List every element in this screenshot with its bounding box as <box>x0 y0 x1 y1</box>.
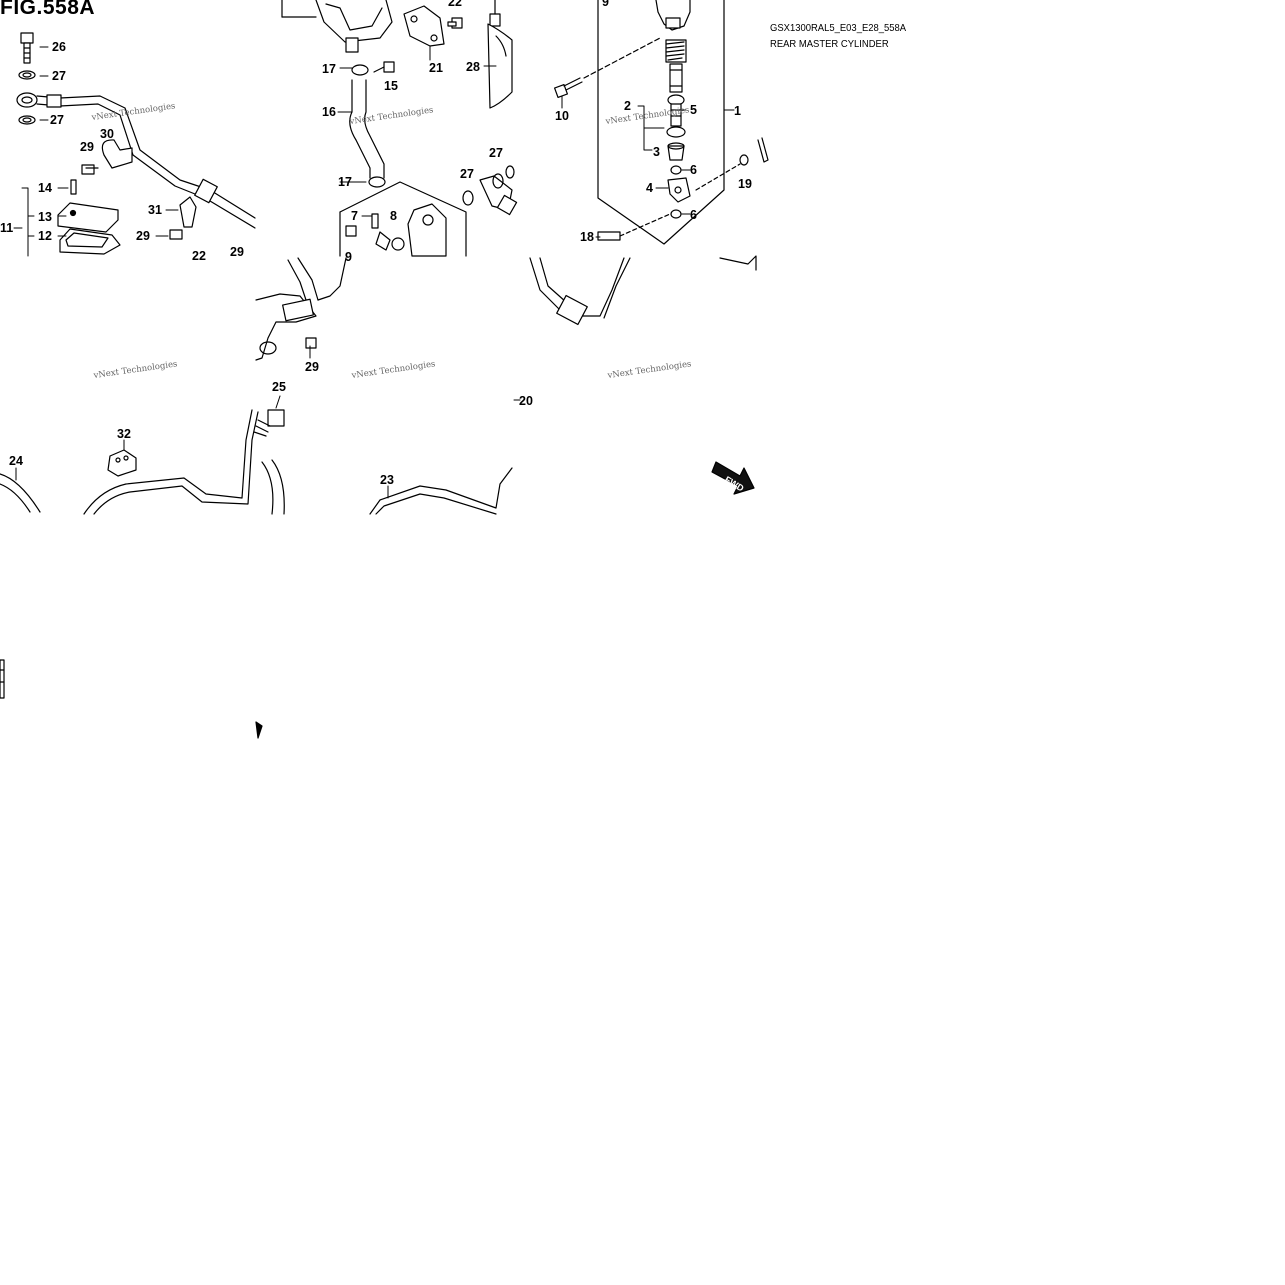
banjo-bolt-part <box>20 32 34 64</box>
callout-30: 30 <box>100 127 114 141</box>
callout-27: 27 <box>489 146 503 160</box>
brake-pipe-left <box>0 473 41 513</box>
clevis-part <box>667 177 691 203</box>
hose-part <box>261 459 285 515</box>
cotter-pin-part <box>757 137 769 163</box>
callout-23: 23 <box>380 473 394 487</box>
callout-15: 15 <box>384 79 398 93</box>
callout-27: 27 <box>52 69 66 83</box>
callout-27: 27 <box>460 167 474 181</box>
hose-clamp-part <box>179 196 197 228</box>
callout-13: 13 <box>38 210 52 224</box>
callout-9: 9 <box>602 0 609 9</box>
callout-29: 29 <box>305 360 319 374</box>
piston-spring-part <box>665 39 687 63</box>
brake-hose-front <box>16 92 256 229</box>
callout-8: 8 <box>390 209 397 223</box>
callout-24: 24 <box>9 454 23 468</box>
callout-20: 20 <box>519 394 533 408</box>
hose-joint-bolt <box>253 409 285 437</box>
watermark-text: vNext Technologies <box>350 359 436 381</box>
piston-part <box>669 63 683 93</box>
watermark-text: vNext Technologies <box>92 359 178 381</box>
callout-6: 6 <box>690 208 697 222</box>
washer-part <box>18 115 36 125</box>
callout-11: 11 <box>0 221 13 235</box>
drawing-fragment <box>0 659 263 739</box>
reservoir-tank <box>487 23 513 109</box>
nut-part <box>670 165 682 175</box>
callout-29: 29 <box>136 229 150 243</box>
master-cylinder-body <box>655 0 691 31</box>
callout-28: 28 <box>466 60 480 74</box>
watermarks: vNext Technologies vNext Technologies vN… <box>90 101 692 381</box>
bolt-part <box>489 0 501 27</box>
bolt-part <box>81 164 99 175</box>
callout-12: 12 <box>38 229 52 243</box>
brake-pipe-mid <box>369 467 513 515</box>
bolt-part <box>373 61 395 73</box>
callout-17: 17 <box>338 175 352 189</box>
figure-caption: REAR MASTER CYLINDER <box>770 38 889 50</box>
fwd-arrow-icon <box>711 461 755 495</box>
model-code: GSX1300RAL5_E03_E28_558A <box>770 22 907 34</box>
union-fitting-part <box>462 165 518 216</box>
callout-25: 25 <box>272 380 286 394</box>
callout-16: 16 <box>322 105 336 119</box>
callout-1: 1 <box>734 104 741 118</box>
brake-hose-rear <box>529 255 757 326</box>
callout-26: 26 <box>52 40 66 54</box>
callout-9: 9 <box>345 250 352 264</box>
reservoir-cap-part <box>57 179 121 255</box>
callout-32: 32 <box>117 427 131 441</box>
mounting-bolt-part <box>553 37 661 99</box>
brake-pipe-rear <box>255 257 347 361</box>
callout-19: 19 <box>738 177 752 191</box>
callout-14: 14 <box>38 181 52 195</box>
pin-part <box>597 213 671 241</box>
callout-29: 29 <box>80 140 94 154</box>
pipe-clamp-part <box>107 449 137 477</box>
master-cylinder-bracket <box>281 0 393 53</box>
callout-29: 29 <box>230 245 244 259</box>
callout-3: 3 <box>653 145 660 159</box>
master-cylinder-frame <box>597 0 725 245</box>
figure-title: FIG.558A <box>0 0 96 19</box>
callout-7: 7 <box>351 209 358 223</box>
callout-18: 18 <box>580 230 594 244</box>
callout-31: 31 <box>148 203 162 217</box>
watermark-text: vNext Technologies <box>606 359 692 381</box>
callout-17: 17 <box>322 62 336 76</box>
bolt-part <box>169 229 183 240</box>
bracket-plate-part <box>403 5 445 47</box>
watermark-text: vNext Technologies <box>348 105 434 127</box>
nut-part <box>670 209 682 219</box>
callout-5: 5 <box>690 103 697 117</box>
callout-22: 22 <box>448 0 462 9</box>
reservoir-hose <box>349 64 386 188</box>
hose-clamp-part <box>101 139 133 169</box>
callout-22: 22 <box>192 249 206 263</box>
push-rod-part <box>666 94 686 138</box>
callout-4: 4 <box>646 181 653 195</box>
callout-21: 21 <box>429 61 443 75</box>
washer-part <box>739 154 749 166</box>
caliper-box <box>339 181 467 257</box>
callout-10: 10 <box>555 109 569 123</box>
brake-pipe-long <box>83 409 259 515</box>
watermark-text: vNext Technologies <box>90 101 176 123</box>
washer-part <box>18 70 36 80</box>
callout-6: 6 <box>690 163 697 177</box>
boot-part <box>667 142 685 161</box>
callout-2: 2 <box>624 99 631 113</box>
callout-27: 27 <box>50 113 64 127</box>
bolt-part <box>447 17 463 29</box>
